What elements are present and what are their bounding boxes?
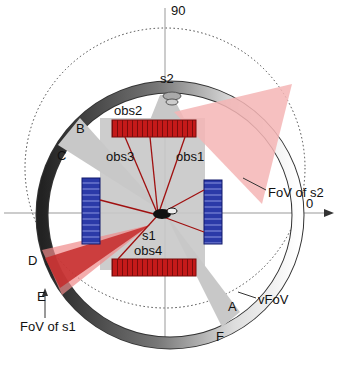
leader-line (243, 178, 266, 190)
obstacle-name: obs3 (106, 150, 134, 163)
axis-value: 90 (171, 4, 185, 17)
obstacle-name: obs4 (134, 244, 162, 257)
leader-line (238, 292, 256, 298)
axis-arrow (324, 209, 334, 217)
obstacle-name: obs2 (114, 104, 142, 117)
callout-text: vFoV (258, 293, 288, 306)
point-letter: E (37, 290, 46, 303)
callout-text: FoV of s1 (20, 320, 76, 333)
obstacle-bar (112, 259, 196, 276)
obstacle-block (82, 178, 100, 244)
point-letter: C (57, 149, 66, 162)
obstacle-bar (112, 120, 196, 137)
ray-lines (100, 137, 204, 259)
point-letter: A (228, 300, 237, 313)
callout-text: FoV of s2 (268, 186, 324, 199)
sensor-s2-base (166, 99, 178, 105)
sensor-name: s2 (160, 72, 174, 85)
point-letter: F (216, 330, 224, 343)
obstacle-block (204, 180, 222, 244)
point-letter: D (28, 254, 37, 267)
sensor-s1-head (167, 208, 177, 214)
point-letter: B (76, 122, 85, 135)
sensor-name: s1 (142, 229, 156, 242)
obstacle-name: obs1 (176, 150, 204, 163)
